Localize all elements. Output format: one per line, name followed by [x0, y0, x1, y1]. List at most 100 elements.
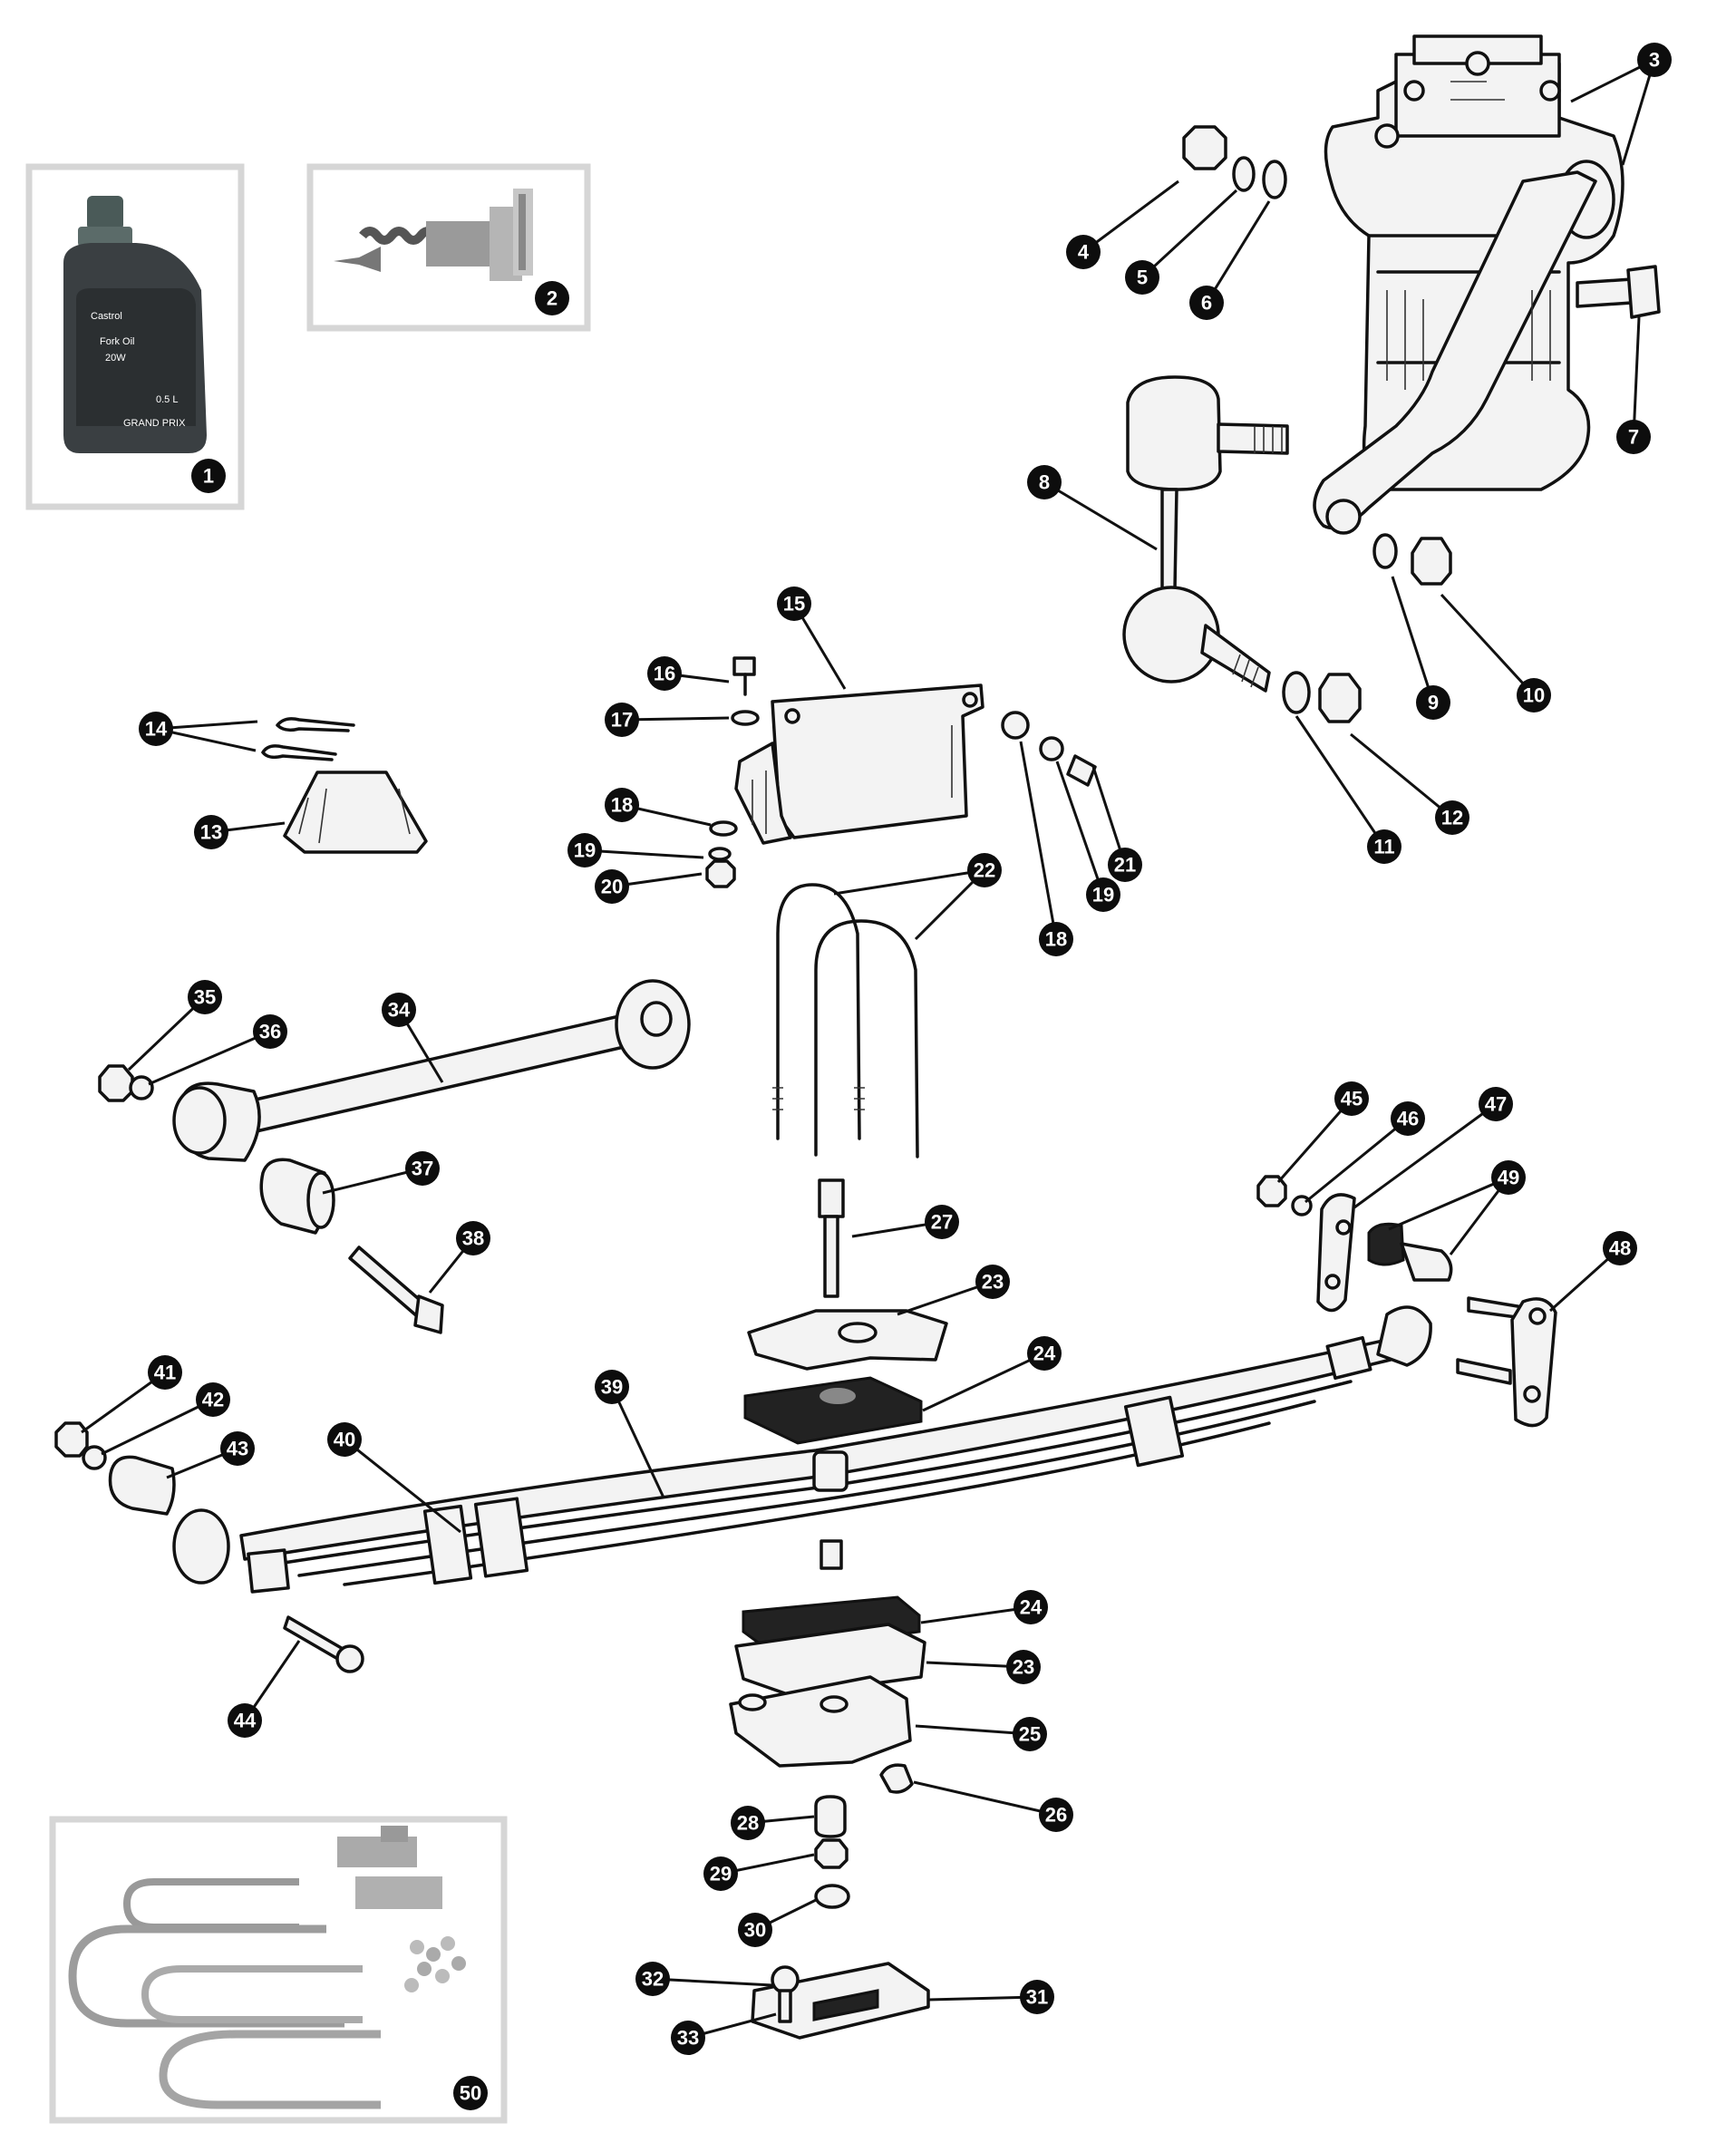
callout-32-number: 32 [642, 1968, 664, 1991]
callout-1[interactable]: 1 [191, 459, 226, 493]
callout-7-number: 7 [1628, 426, 1639, 449]
callout-30-number: 30 [744, 1919, 766, 1942]
damper-valve-image [334, 189, 533, 281]
callout-21[interactable]: 21 [1108, 848, 1142, 882]
callout-49[interactable]: 49 [1491, 1160, 1526, 1195]
callout-19-right[interactable]: 19 [1086, 877, 1120, 912]
callout-39[interactable]: 39 [595, 1370, 629, 1404]
callout-10[interactable]: 10 [1517, 678, 1551, 712]
callout-15-number: 15 [783, 593, 805, 616]
callout-36[interactable]: 36 [253, 1014, 287, 1049]
shackle-bushes-49-drawing [1367, 1222, 1453, 1282]
callout-45-number: 45 [1341, 1088, 1363, 1110]
callout-23-lower[interactable]: 23 [1006, 1650, 1041, 1684]
link-nuts-drawing [1282, 533, 1452, 723]
callout-41[interactable]: 41 [148, 1355, 182, 1390]
callout-17[interactable]: 17 [605, 703, 639, 737]
callout-23-upper[interactable]: 23 [975, 1265, 1010, 1299]
photo-panel-damper-valve[interactable] [306, 163, 591, 332]
callout-38[interactable]: 38 [456, 1221, 490, 1255]
callout-15[interactable]: 15 [777, 586, 811, 621]
callout-47[interactable]: 47 [1479, 1087, 1513, 1121]
upper-pad-drawing [743, 1376, 923, 1445]
callout-12[interactable]: 12 [1435, 800, 1469, 835]
u-bolts-drawing [772, 883, 919, 1158]
callout-8[interactable]: 8 [1027, 465, 1062, 499]
callout-38-number: 38 [462, 1227, 484, 1250]
callout-48-number: 48 [1609, 1237, 1631, 1260]
callout-22[interactable]: 22 [967, 853, 1002, 887]
callout-43[interactable]: 43 [220, 1431, 255, 1466]
bottle-label-volume: 0.5 L [156, 394, 178, 405]
callout-18-upper-number: 18 [611, 794, 633, 817]
torque-arm-drawing [172, 979, 691, 1162]
callout-24-lower-number: 24 [1020, 1596, 1043, 1619]
oil-bottle-image: Castrol Fork Oil 20W 0.5 L GRAND PRIX [63, 196, 207, 453]
callout-48[interactable]: 48 [1603, 1231, 1637, 1265]
callout-18-upper[interactable]: 18 [605, 788, 639, 822]
bump-stop-drawing [283, 771, 428, 854]
nut-stack-drawing [814, 1795, 850, 1909]
callout-3[interactable]: 3 [1637, 43, 1672, 77]
callouts: 1 2 3 4 5 6 7 8 9 10 11 12 13 14 15 16 1… [139, 43, 1672, 2110]
callout-19-upper[interactable]: 19 [567, 833, 602, 868]
callout-13[interactable]: 13 [194, 815, 228, 849]
callout-37[interactable]: 37 [405, 1151, 440, 1186]
callout-24-upper[interactable]: 24 [1027, 1336, 1062, 1371]
photo-panel-u-bolt-kit[interactable] [49, 1816, 508, 2124]
callout-30[interactable]: 30 [738, 1913, 772, 1947]
callout-34[interactable]: 34 [382, 993, 416, 1027]
callout-32[interactable]: 32 [635, 1962, 670, 1996]
callout-42[interactable]: 42 [196, 1382, 230, 1417]
callout-39-number: 39 [601, 1376, 623, 1399]
callout-4[interactable]: 4 [1066, 235, 1101, 269]
callout-45[interactable]: 45 [1334, 1081, 1369, 1116]
callout-6[interactable]: 6 [1189, 286, 1224, 320]
callout-18-right[interactable]: 18 [1039, 922, 1073, 956]
callout-14[interactable]: 14 [139, 712, 173, 746]
callout-27-number: 27 [931, 1211, 953, 1234]
callout-23-lower-number: 23 [1013, 1656, 1034, 1679]
callout-16-number: 16 [654, 663, 675, 685]
callout-29[interactable]: 29 [703, 1856, 738, 1891]
callout-34-number: 34 [388, 999, 411, 1022]
bolt-44-drawing [283, 1615, 364, 1673]
callout-9[interactable]: 9 [1416, 685, 1450, 720]
callout-35[interactable]: 35 [188, 980, 222, 1014]
callout-2-number: 2 [547, 287, 558, 310]
callout-2[interactable]: 2 [535, 281, 569, 315]
callout-7[interactable]: 7 [1616, 420, 1651, 454]
callout-40-number: 40 [334, 1429, 355, 1451]
callout-44[interactable]: 44 [228, 1703, 262, 1738]
callout-28[interactable]: 28 [731, 1806, 765, 1840]
callout-1-number: 1 [203, 465, 214, 488]
callout-25-number: 25 [1019, 1723, 1041, 1746]
callout-27[interactable]: 27 [925, 1205, 959, 1239]
callout-20[interactable]: 20 [595, 869, 629, 904]
callout-24-lower[interactable]: 24 [1013, 1590, 1048, 1624]
centre-bolt-drawing [818, 1178, 845, 1298]
photo-panel-oil-bottle[interactable]: Castrol Fork Oil 20W 0.5 L GRAND PRIX [25, 163, 245, 510]
callout-16[interactable]: 16 [647, 656, 682, 691]
callout-47-number: 47 [1485, 1093, 1507, 1116]
callout-31[interactable]: 31 [1020, 1980, 1054, 2014]
drop-link-drawing [1122, 375, 1289, 693]
callout-26[interactable]: 26 [1039, 1798, 1073, 1832]
callout-40[interactable]: 40 [327, 1422, 362, 1457]
callout-5-number: 5 [1137, 267, 1148, 289]
callout-33[interactable]: 33 [671, 2021, 705, 2055]
callout-11[interactable]: 11 [1367, 829, 1401, 864]
callout-9-number: 9 [1428, 692, 1439, 714]
callout-23-upper-number: 23 [982, 1271, 1004, 1294]
callout-25[interactable]: 25 [1013, 1717, 1047, 1751]
nut-4-washers-5-6-drawing [1182, 125, 1287, 199]
callout-4-number: 4 [1078, 241, 1090, 264]
callout-29-number: 29 [710, 1863, 732, 1885]
leader-lines [81, 58, 1656, 2040]
callout-46[interactable]: 46 [1391, 1101, 1425, 1136]
spring-nut-washer-41-42-drawing [54, 1421, 107, 1470]
spacer-26-drawing [879, 1763, 914, 1794]
callout-12-number: 12 [1441, 807, 1463, 829]
callout-5[interactable]: 5 [1125, 260, 1159, 295]
callout-50[interactable]: 50 [453, 2076, 488, 2110]
